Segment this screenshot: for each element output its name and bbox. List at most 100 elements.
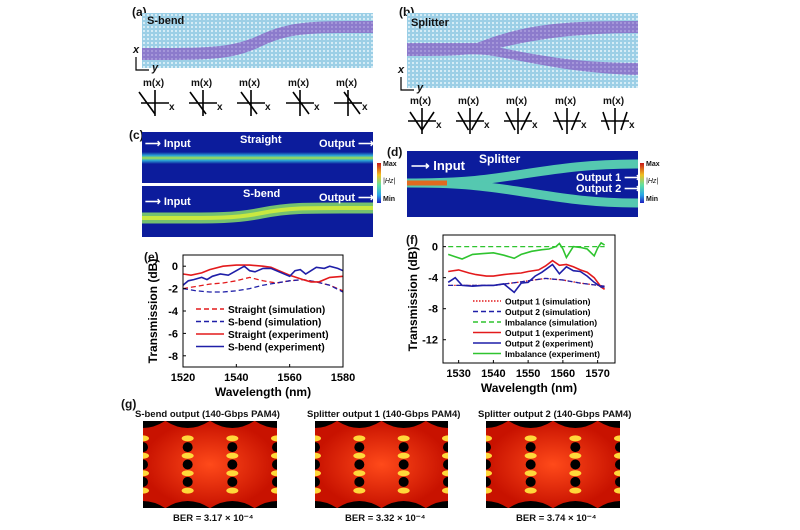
mode-label: m(x)	[506, 96, 528, 107]
eye-diagram-image	[486, 421, 620, 508]
mode-axis-label: x	[362, 102, 368, 113]
mode-label: m(x)	[191, 78, 213, 89]
series-line-1	[183, 278, 343, 293]
y-axis-label: Transmission (dB)	[146, 259, 160, 364]
mode-label: m(x)	[458, 96, 480, 107]
mode-label: m(x)	[410, 96, 432, 107]
legend-entry: Imbalance (experiment)	[505, 349, 600, 359]
y-tick-label: -12	[422, 335, 438, 347]
series-line-2	[183, 264, 343, 283]
colorbar-c	[377, 163, 381, 203]
eye-diagram-image	[315, 421, 448, 508]
mode-profile-icon	[504, 108, 532, 134]
y-tick-label: -8	[428, 304, 438, 316]
colorbar-quantity-d: |Hz|	[646, 178, 659, 185]
mode-profile-icon	[601, 108, 629, 134]
s-bend-output-label: Output ⟶	[319, 192, 374, 204]
y-tick-label: -4	[168, 306, 179, 318]
s-bend-title: S-bend	[147, 15, 185, 27]
mode-profile-icon	[237, 90, 265, 116]
mode-profile-icon	[138, 90, 169, 116]
s-bend-field-map	[142, 186, 373, 237]
eye-diagram-title: Splitter output 2 (140-Gbps PAM4)	[478, 409, 632, 420]
straight-field-map	[142, 132, 373, 183]
mode-axis-label: x	[217, 102, 223, 113]
s-bend-input-label: ⟶ Input	[145, 196, 191, 208]
x-axis-label: Wavelength (nm)	[215, 385, 311, 399]
x-tick-label: 1560	[277, 372, 301, 384]
mode-profile-icon	[553, 108, 581, 134]
x-axis-label: Wavelength (nm)	[481, 381, 577, 395]
panel-d-label: (d)	[387, 145, 403, 159]
legend-entry: Output 1 (simulation)	[505, 296, 591, 306]
axis-x-label-b: x	[398, 64, 405, 76]
series-line-0	[183, 276, 343, 292]
ber-value: BER = 3.17 × 10⁻⁴	[173, 513, 254, 524]
eye-diagram-title: S-bend output (140-Gbps PAM4)	[135, 409, 280, 420]
x-tick-label: 1540	[481, 368, 505, 380]
axis-arrows-icon	[135, 57, 149, 71]
output-text: Output	[319, 138, 356, 150]
x-tick-label: 1530	[446, 368, 470, 380]
ber-value: BER = 3.32 × 10⁻⁴	[345, 513, 426, 524]
splitter-lower-branch	[407, 43, 638, 75]
input-text: Input	[433, 158, 466, 173]
mode-profile-icon	[189, 90, 217, 116]
s-bend-field-title: S-bend	[243, 188, 281, 200]
legend-entry: Output 1 (experiment)	[505, 328, 593, 338]
mode-label: m(x)	[336, 78, 358, 89]
series-line-3	[183, 265, 343, 286]
colorbar-max: Max	[383, 161, 397, 168]
splitter-input-label: ⟶ Input	[411, 158, 466, 173]
x-tick-label: 1570	[585, 368, 609, 380]
straight-input-label: ⟶ Input	[145, 138, 191, 150]
eye-diagram-image	[143, 421, 277, 508]
output-text: Output	[319, 192, 356, 204]
x-tick-label: 1520	[171, 372, 195, 384]
input-text: Input	[163, 196, 191, 208]
y-tick-label: 0	[172, 261, 178, 273]
colorbar-d	[640, 163, 644, 203]
mode-label: m(x)	[555, 96, 577, 107]
x-tick-label: 1550	[516, 368, 540, 380]
colorbar-quantity: |Hz|	[383, 178, 396, 185]
mode-axis-label: x	[629, 120, 635, 131]
axis-arrows-icon-b	[400, 77, 414, 91]
x-tick-label: 1580	[331, 372, 355, 384]
mode-profile-icon	[334, 90, 362, 116]
legend-entry: S-bend (simulation)	[228, 318, 321, 329]
splitter-lattice-image	[407, 13, 638, 88]
mode-axis-label: x	[314, 102, 320, 113]
y-tick-label: -2	[168, 284, 178, 296]
s-bend-waveguide	[142, 21, 373, 60]
input-text: Input	[163, 138, 191, 150]
y-tick-label: -4	[428, 273, 439, 285]
y-tick-label: -6	[168, 328, 178, 340]
mode-axis-label: x	[265, 102, 271, 113]
y-tick-label: 0	[432, 242, 438, 254]
mode-axis-label: x	[436, 120, 442, 131]
mode-label: m(x)	[143, 78, 165, 89]
panel-c-label: (c)	[129, 128, 144, 142]
y-axis-label: Transmission (dB)	[406, 247, 420, 352]
mode-label: m(x)	[288, 78, 310, 89]
legend-entry: Straight (simulation)	[228, 305, 325, 316]
straight-output-label: Output ⟶	[319, 138, 374, 150]
series-line-3	[448, 259, 606, 290]
eye-diagram-title: Splitter output 1 (140-Gbps PAM4)	[307, 409, 461, 420]
mode-axis-label: x	[169, 102, 175, 113]
colorbar-max-d: Max	[646, 161, 660, 168]
mode-axis-label: x	[581, 120, 587, 131]
mode-profile-icon	[456, 108, 484, 134]
output-1-label: Output 1 ⟶	[576, 172, 641, 184]
axis-y-label: y	[152, 62, 159, 74]
mode-label: m(x)	[603, 96, 625, 107]
straight-title: Straight	[240, 134, 282, 146]
mode-profile-icon	[286, 90, 314, 116]
plot-frame	[442, 234, 616, 364]
ber-value: BER = 3.74 × 10⁻⁴	[516, 513, 597, 524]
mode-label: m(x)	[239, 78, 261, 89]
splitter-field-title: Splitter	[479, 152, 521, 166]
mode-profile-icon	[408, 108, 436, 134]
